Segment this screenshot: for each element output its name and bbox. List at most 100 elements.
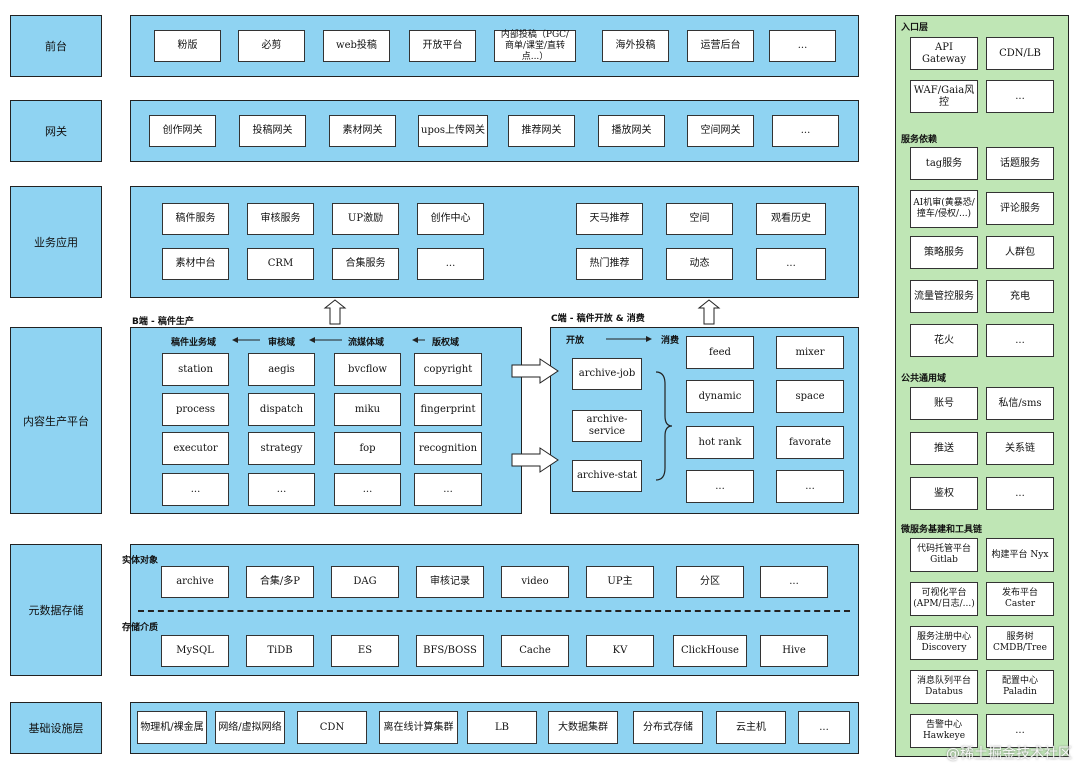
- sidebar-section-title: 服务依赖: [901, 135, 938, 145]
- b-grid-cell: process: [162, 393, 229, 426]
- layer-label-business: 业务应用: [10, 186, 102, 298]
- gateway-item: 创作网关: [149, 115, 216, 147]
- entity-item: 审核记录: [416, 566, 484, 598]
- sidebar-item: 关系链: [986, 432, 1054, 465]
- b-grid-cell: station: [162, 353, 229, 386]
- sidebar-item: ...: [986, 714, 1054, 748]
- b-domain-label: 版权域: [432, 338, 460, 348]
- gateway-item: ...: [772, 115, 839, 147]
- c-grid-cell: feed: [686, 336, 754, 369]
- c-grid-cell: dynamic: [686, 380, 754, 413]
- sidebar-item: 发布平台 Caster: [986, 582, 1054, 616]
- layer-label-infra: 基础设施层: [10, 702, 102, 754]
- entity-item: UP主: [586, 566, 654, 598]
- frontend-item: 必剪: [238, 30, 305, 62]
- business-item: 素材中台: [162, 248, 229, 280]
- business-item: 创作中心: [417, 203, 484, 235]
- sidebar-item: 配置中心 Paladin: [986, 670, 1054, 704]
- sidebar-section-title: 入口层: [901, 23, 929, 33]
- b-grid-cell: copyright: [414, 353, 482, 386]
- gateway-item: upos上传网关: [418, 115, 488, 147]
- c-archive-box: archive-job: [572, 358, 642, 390]
- sidebar-item: tag服务: [910, 147, 978, 180]
- up-arrow-icon: [323, 299, 347, 325]
- c-grid-cell: favorate: [776, 426, 844, 459]
- layer-label-gateway: 网关: [10, 100, 102, 162]
- c-open-label: 开放: [566, 336, 585, 346]
- storage-item: BFS/BOSS: [416, 635, 484, 667]
- c-side-title: C端 - 稿件开放 & 消费: [551, 314, 645, 324]
- b-grid-cell: dispatch: [248, 393, 315, 426]
- sidebar-item: 构建平台 Nyx: [986, 538, 1054, 572]
- b-grid-cell: ...: [414, 473, 482, 506]
- business-item: UP激励: [332, 203, 399, 235]
- b-side-title: B端 - 稿件生产: [132, 317, 194, 327]
- business-item: 观看历史: [756, 203, 826, 235]
- b-grid-cell: executor: [162, 432, 229, 465]
- watermark: @稀土掘金技术社区: [946, 746, 1072, 762]
- c-grid-cell: mixer: [776, 336, 844, 369]
- c-consume-label: 消费: [661, 336, 680, 346]
- business-item: 合集服务: [332, 248, 399, 280]
- frontend-item: ...: [769, 30, 836, 62]
- gateway-item: 播放网关: [598, 115, 665, 147]
- sidebar-item: 消息队列平台 Databus: [910, 670, 978, 704]
- business-item: ...: [756, 248, 826, 280]
- storage-item: KV: [586, 635, 654, 667]
- sidebar-item: 告警中心 Hawkeye: [910, 714, 978, 748]
- layer-label-business-text: 业务应用: [34, 236, 78, 249]
- b-domain-label: 稿件业务域: [171, 338, 217, 348]
- infra-item: 分布式存储: [633, 711, 703, 744]
- sidebar-item: ...: [986, 80, 1054, 113]
- sidebar-item: AI机审(黄暴恐/撞车/侵权/...): [910, 190, 978, 228]
- c-grid-cell: space: [776, 380, 844, 413]
- infra-item: ...: [798, 711, 850, 744]
- sidebar-item: 可视化平台 (APM/日志/...): [910, 582, 978, 616]
- storage-item: Cache: [501, 635, 569, 667]
- frontend-item: web投稿: [323, 30, 390, 62]
- sidebar-item: ...: [986, 324, 1054, 357]
- sidebar-item: 服务树 CMDB/Tree: [986, 626, 1054, 660]
- storage-item: Hive: [760, 635, 828, 667]
- b-grid-cell: miku: [334, 393, 401, 426]
- entity-item: 分区: [676, 566, 744, 598]
- business-item: 稿件服务: [162, 203, 229, 235]
- storage-item: ES: [331, 635, 399, 667]
- layer-label-metadata: 元数据存储: [10, 544, 102, 676]
- sidebar-section-title: 公共通用域: [901, 374, 947, 384]
- entity-item: archive: [161, 566, 229, 598]
- up-arrow-icon: [697, 299, 721, 325]
- metadata-divider: [138, 610, 850, 612]
- c-grid-cell: ...: [776, 470, 844, 503]
- gateway-item: 素材网关: [329, 115, 396, 147]
- sidebar-item: 推送: [910, 432, 978, 465]
- entity-item: 合集/多P: [246, 566, 314, 598]
- frontend-item: 内部投稿（PGC/商单/课堂/直转点...）: [494, 30, 576, 62]
- b-grid-cell: bvcflow: [334, 353, 401, 386]
- layer-label-content: 内容生产平台: [10, 327, 102, 514]
- sidebar-item: 策略服务: [910, 236, 978, 269]
- entity-item: DAG: [331, 566, 399, 598]
- sidebar-item: 私信/sms: [986, 387, 1054, 420]
- c-grid-cell: ...: [686, 470, 754, 503]
- infra-item: 物理机/裸金属: [137, 711, 207, 744]
- b-grid-cell: fingerprint: [414, 393, 482, 426]
- sidebar-item: 人群包: [986, 236, 1054, 269]
- sidebar-item: CDN/LB: [986, 37, 1054, 70]
- layer-label-frontend: 前台: [10, 15, 102, 77]
- business-item: 动态: [666, 248, 733, 280]
- layer-label-gateway-text: 网关: [45, 125, 67, 138]
- sidebar-item: 服务注册中心 Discovery: [910, 626, 978, 660]
- layer-label-infra-text: 基础设施层: [28, 722, 84, 735]
- infra-item: 大数据集群: [548, 711, 618, 744]
- infra-item: 云主机: [716, 711, 786, 744]
- frontend-item: 运营后台: [687, 30, 754, 62]
- c-grid-cell: hot rank: [686, 426, 754, 459]
- infra-item: 离在线计算集群: [379, 711, 458, 744]
- business-item: 热门推荐: [576, 248, 643, 280]
- sidebar-item: 充电: [986, 280, 1054, 313]
- sidebar-item: API Gateway: [910, 37, 978, 70]
- infra-item: LB: [467, 711, 537, 744]
- b-grid-cell: ...: [334, 473, 401, 506]
- b-grid-cell: strategy: [248, 432, 315, 465]
